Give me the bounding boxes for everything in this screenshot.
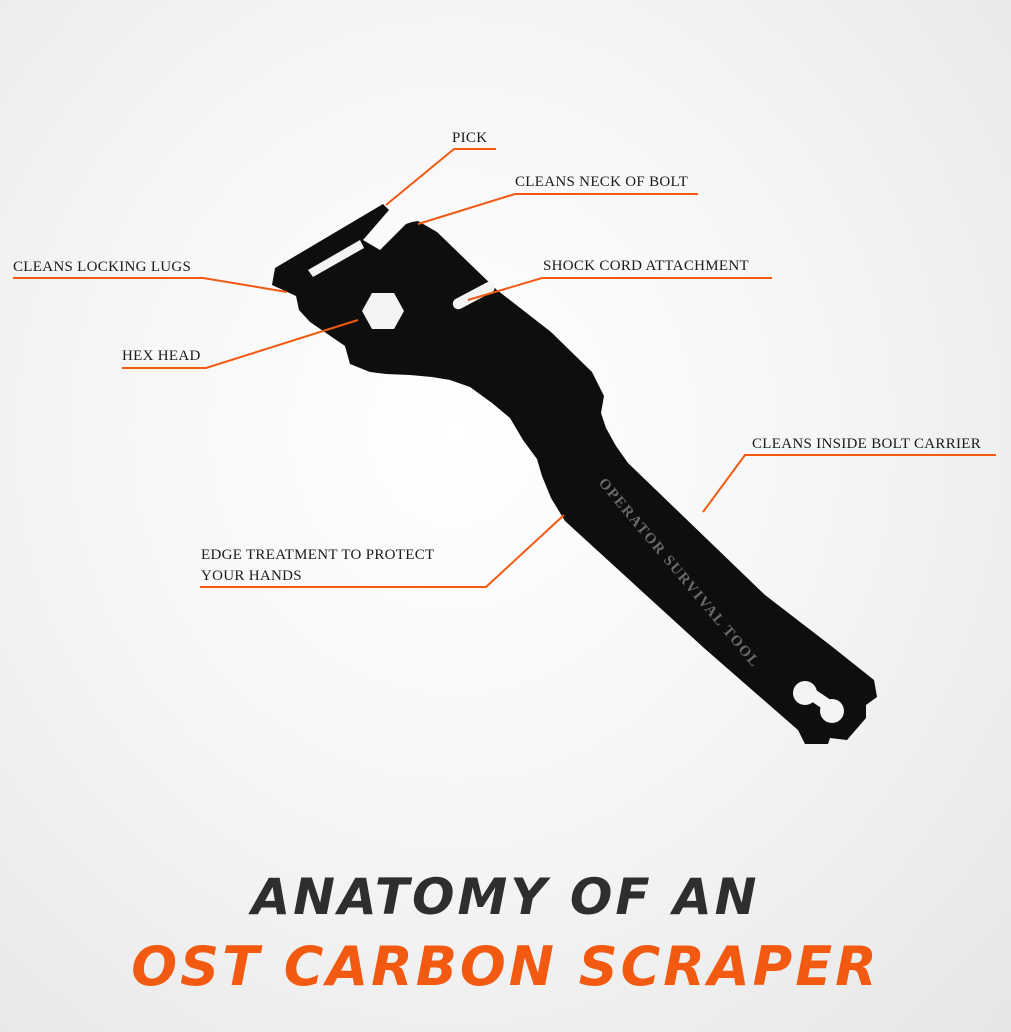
- callout-edge-line1: EDGE TREATMENT TO PROTECT: [201, 547, 435, 563]
- leader-pick: [385, 148, 496, 206]
- callout-hex: HEX HEAD: [122, 348, 201, 364]
- carbon-scraper-tool: OPERATOR SURVIVAL TOOL: [272, 204, 877, 744]
- tool-tab: [436, 293, 446, 309]
- shock-cord-slot: [452, 281, 495, 310]
- leader-shock: [467, 277, 772, 301]
- leader-lines: [13, 148, 996, 588]
- tool-body: [272, 204, 877, 744]
- pick-slot: [308, 240, 364, 277]
- title-line-1: ANATOMY OF AN: [251, 868, 760, 926]
- end-hole: [793, 681, 844, 723]
- callout-carrier: CLEANS INSIDE BOLT CARRIER: [752, 436, 982, 452]
- leader-lugs: [13, 277, 288, 293]
- hex-head-hole: [362, 293, 404, 329]
- title-line-2: OST CARBON SCRAPER: [131, 935, 880, 998]
- callout-shock: SHOCK CORD ATTACHMENT: [543, 258, 749, 274]
- leader-edge: [200, 514, 565, 588]
- callout-neck: CLEANS NECK OF BOLT: [515, 174, 689, 190]
- callout-lugs: CLEANS LOCKING LUGS: [13, 259, 192, 275]
- leader-neck: [417, 193, 698, 225]
- callout-pick: PICK: [452, 130, 488, 146]
- leader-carrier: [702, 454, 996, 513]
- callout-edge-line2: YOUR HANDS: [201, 568, 302, 584]
- leader-hex: [122, 319, 359, 369]
